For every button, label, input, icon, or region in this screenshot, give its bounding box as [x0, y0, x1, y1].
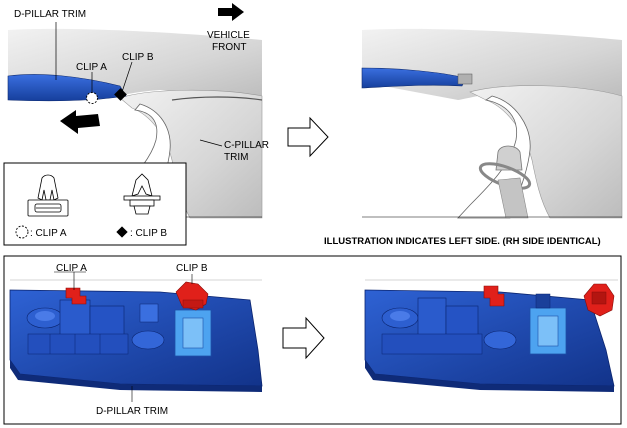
- step-arrow-top: [287, 116, 329, 158]
- seat-belt-strap: [497, 177, 529, 219]
- clip-a-icon: [27, 174, 69, 217]
- clip-a-red-left: [65, 287, 87, 305]
- d-pillar-trim-detail-left: [9, 289, 263, 392]
- label-clip-b-bottom: CLIP B: [176, 263, 208, 274]
- d-pillar-trim-detail-right: [364, 289, 615, 392]
- clip-a-red-removed: [483, 285, 505, 307]
- bottom-panel: CLIP A CLIP B D-PILLAR TRIM: [3, 255, 622, 425]
- label-d-pillar-trim-top: D-PILLAR TRIM: [14, 9, 86, 20]
- d-pillar-trim-blue-after: [361, 67, 467, 89]
- trim-bracket: [457, 73, 473, 85]
- label-vehicle-front-2: FRONT: [212, 42, 246, 53]
- c-pillar-trim-after: [469, 85, 623, 219]
- clip-b-red-left-base: [182, 299, 204, 309]
- label-clip-a-bottom: CLIP A: [56, 263, 87, 274]
- legend-clip-a-symbol: [15, 225, 29, 239]
- clip-b-red-removed-core: [591, 291, 607, 305]
- vehicle-front-arrow: [218, 3, 244, 21]
- clip-b-icon: [123, 173, 161, 215]
- label-clip-b-top: CLIP B: [122, 52, 154, 63]
- step-arrow-bottom: [282, 316, 325, 360]
- clip-a-marker: [86, 92, 98, 104]
- legend-clip-a-label: : CLIP A: [30, 228, 67, 239]
- top-right-panel: [361, 28, 623, 219]
- leader-c-pillar: [199, 139, 223, 147]
- label-c-pillar-2: TRIM: [224, 152, 248, 163]
- clip-legend-box: : CLIP A : CLIP B: [3, 162, 187, 246]
- pillar-edge: [171, 96, 263, 101]
- label-clip-a-top: CLIP A: [76, 62, 107, 73]
- removal-direction-arrow: [60, 110, 100, 134]
- leader-clip-b-top: [121, 61, 133, 93]
- label-d-pillar-trim-bottom: D-PILLAR TRIM: [96, 406, 168, 417]
- label-vehicle-front-1: VEHICLE: [207, 30, 250, 41]
- legend-clip-b-label: : CLIP B: [130, 228, 167, 239]
- seat-belt-anchor: [495, 145, 523, 171]
- illustration-note: ILLUSTRATION INDICATES LEFT SIDE. (RH SI…: [324, 236, 601, 247]
- label-c-pillar-1: C-PILLAR: [224, 140, 269, 151]
